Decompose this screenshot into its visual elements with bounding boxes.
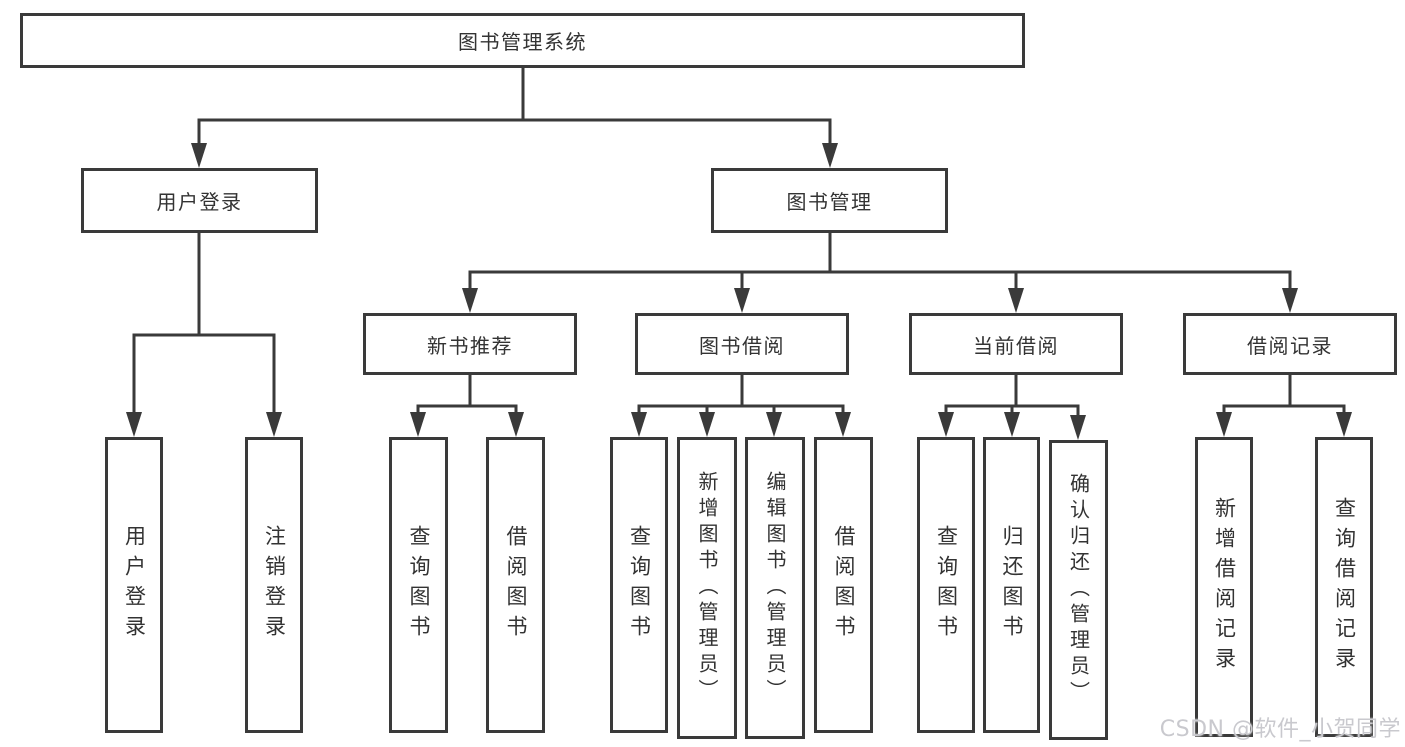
leaf-user-login: 用户登录: [105, 437, 163, 733]
leaf-logout: 注销登录: [245, 437, 303, 733]
node-current-borrow: 当前借阅: [909, 313, 1123, 375]
leaf-confirm-return-admin: 确认归还（管理员）: [1049, 440, 1108, 740]
arrowheads: [126, 143, 1352, 440]
leaf-user-login-label: 用户登录: [122, 525, 147, 645]
node-borrow-records: 借阅记录: [1183, 313, 1397, 375]
leaf-query-books-borrow-label: 查询图书: [627, 525, 652, 645]
leaf-confirm-return-admin-label: 确认归还（管理员）: [1066, 473, 1091, 707]
node-book-borrow-label: 图书借阅: [699, 333, 785, 358]
node-book-borrow: 图书借阅: [635, 313, 849, 375]
leaf-query-books-current-label: 查询图书: [934, 525, 959, 645]
leaf-query-books-recommend-label: 查询图书: [407, 525, 431, 645]
leaf-query-books-recommend: 查询图书: [389, 437, 448, 733]
node-library-system-label: 图书管理系统: [458, 30, 587, 54]
leaf-logout-label: 注销登录: [262, 525, 287, 645]
leaf-borrow-books-borrow-label: 借阅图书: [832, 525, 856, 645]
node-book-management: 图书管理: [711, 168, 948, 233]
leaf-return-book: 归还图书: [983, 437, 1040, 733]
node-user-login-label: 用户登录: [156, 190, 243, 214]
leaf-query-books-current: 查询图书: [917, 437, 975, 733]
leaf-add-borrow-record: 新增借阅记录: [1195, 437, 1253, 737]
node-new-book-recommend-label: 新书推荐: [427, 333, 513, 358]
leaf-add-borrow-record-label: 新增借阅记录: [1212, 497, 1237, 677]
node-user-login: 用户登录: [81, 168, 318, 233]
leaf-borrow-books-recommend-label: 借阅图书: [504, 525, 528, 645]
leaf-add-book-admin: 新增图书（管理员）: [677, 437, 737, 739]
leaf-edit-book-admin-label: 编辑图书（管理员）: [763, 471, 787, 705]
leaf-return-book-label: 归还图书: [1000, 525, 1024, 645]
node-book-management-label: 图书管理: [786, 190, 873, 214]
leaf-borrow-books-recommend: 借阅图书: [486, 437, 545, 733]
leaf-query-books-borrow: 查询图书: [610, 437, 668, 733]
csdn-watermark: CSDN @软件_小贺同学: [1159, 717, 1401, 742]
leaf-borrow-books-borrow: 借阅图书: [814, 437, 873, 733]
node-library-system: 图书管理系统: [20, 13, 1025, 68]
leaf-add-book-admin-label: 新增图书（管理员）: [695, 471, 719, 705]
connector-path: [132, 66, 1346, 420]
node-current-borrow-label: 当前借阅: [973, 333, 1059, 358]
node-new-book-recommend: 新书推荐: [363, 313, 577, 375]
leaf-query-borrow-record: 查询借阅记录: [1315, 437, 1373, 737]
leaf-edit-book-admin: 编辑图书（管理员）: [745, 437, 805, 739]
node-borrow-records-label: 借阅记录: [1247, 333, 1333, 358]
leaf-query-borrow-record-label: 查询借阅记录: [1332, 497, 1357, 677]
